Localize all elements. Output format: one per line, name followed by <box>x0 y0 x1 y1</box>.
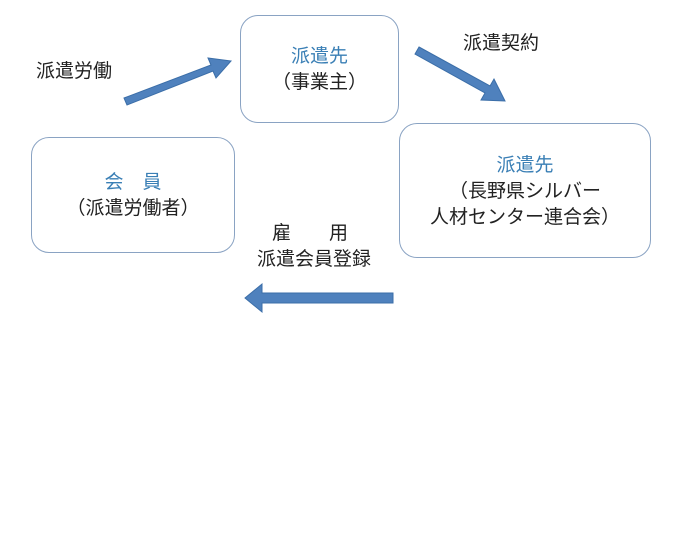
dispatch-destination-subtitle: （事業主） <box>271 71 367 93</box>
dispatch-source-title: 派遣先 <box>496 153 554 176</box>
dispatch-destination-title: 派遣先 <box>290 45 348 67</box>
member-box: 会 員 （派遣労働者） <box>31 137 235 253</box>
dispatch-contract-label: 派遣契約 <box>463 32 540 54</box>
dispatch-contract-arrow <box>414 46 506 102</box>
employment-arrow <box>244 282 394 314</box>
member-title: 会 員 <box>104 171 162 193</box>
member-registration-label: 派遣会員登録 <box>257 248 372 270</box>
member-subtitle: （派遣労働者） <box>66 197 200 219</box>
dispatch-labor-label: 派遣労働 <box>36 60 113 82</box>
employment-label: 雇 用 <box>272 222 349 244</box>
dispatch-labor-arrow <box>123 57 232 106</box>
dispatch-source-subtitle-line1: （長野県シルバー <box>448 179 601 202</box>
dispatch-destination-box: 派遣先 （事業主） <box>240 15 399 123</box>
dispatch-source-box: 派遣先 （長野県シルバー 人材センター連合会） <box>399 123 651 258</box>
dispatch-source-subtitle-line2: 人材センター連合会） <box>429 205 620 228</box>
